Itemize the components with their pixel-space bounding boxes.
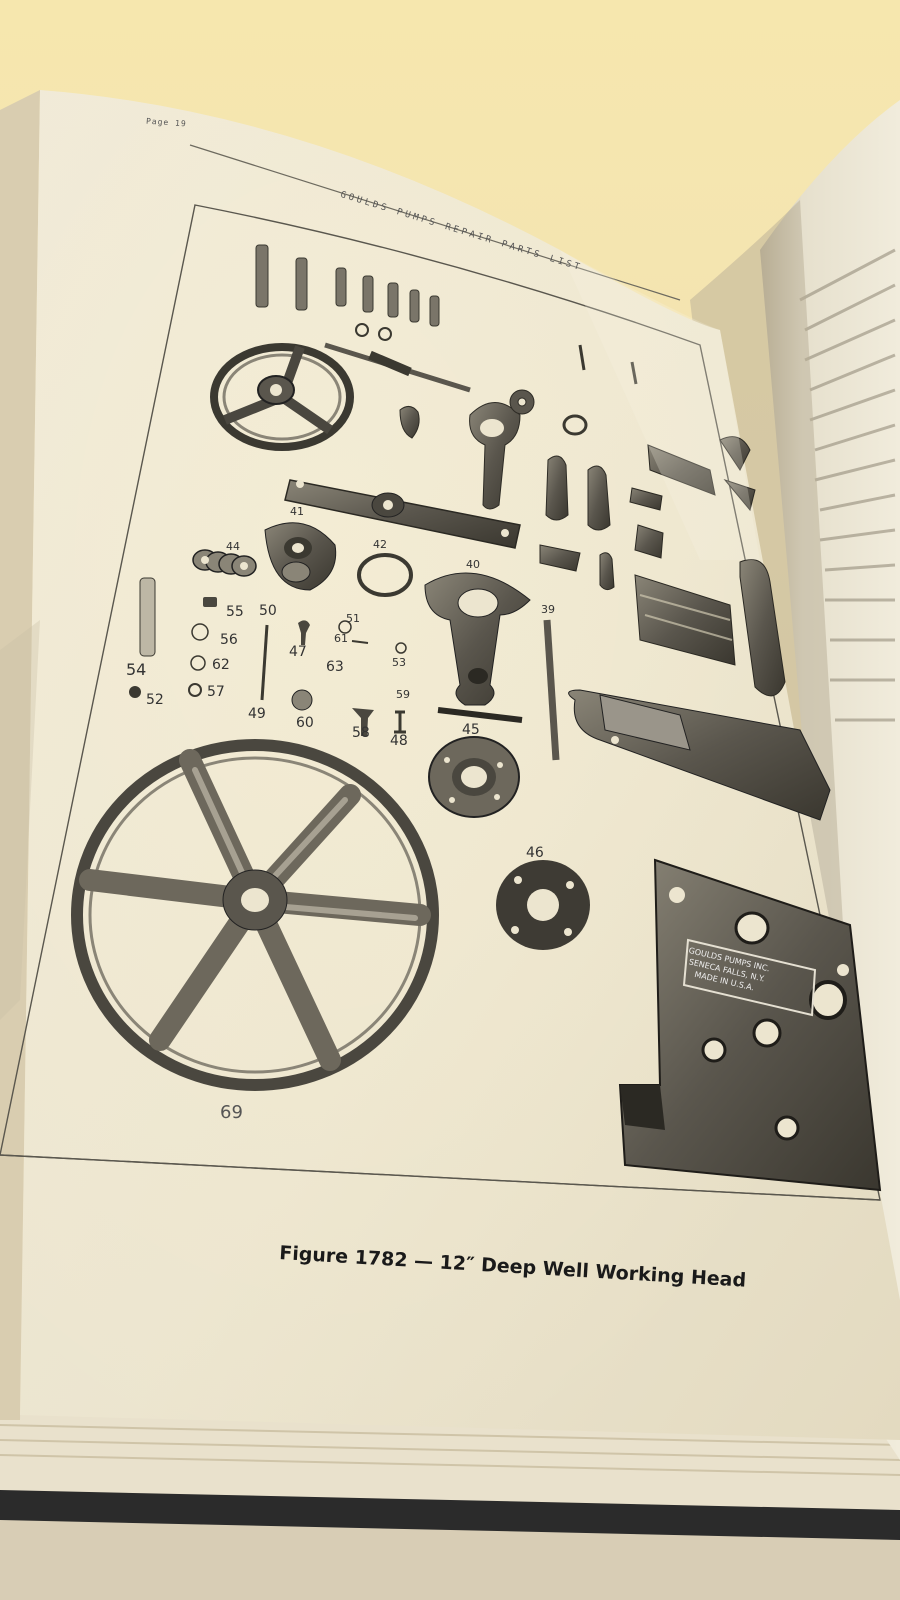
callout-40: 40 [466, 558, 480, 571]
right-parts [539, 436, 786, 697]
callout-69: 69 [220, 1102, 243, 1123]
callout-52: 52 [146, 692, 164, 708]
callout-45: 45 [462, 722, 480, 738]
handwheel [210, 343, 354, 451]
crosshead [424, 572, 531, 723]
callout-58: 58 [352, 725, 370, 741]
walking-beam [284, 479, 521, 549]
page-stack-edge-lines [0, 1424, 900, 1476]
small-link-hole [480, 419, 504, 437]
callout-51: 51 [346, 612, 360, 625]
small-hardware [129, 577, 407, 736]
callout-61: 61 [334, 632, 348, 645]
bearing-housing [264, 522, 337, 591]
callout-44: 44 [226, 540, 240, 553]
washer-stack [192, 549, 257, 577]
light-patch [560, 250, 760, 560]
callout-54: 54 [126, 660, 147, 679]
flange-plate [428, 736, 520, 818]
callout-50: 50 [259, 603, 277, 619]
callout-60: 60 [296, 715, 314, 731]
callout-49: 49 [248, 706, 266, 722]
callout-62: 62 [212, 657, 230, 673]
callout-47: 47 [289, 644, 307, 660]
shadow-band [0, 620, 40, 1020]
figure-frame [0, 204, 881, 1201]
header-rule [189, 144, 681, 301]
pin-set [255, 244, 440, 327]
guide-rod [543, 619, 560, 761]
callout-53: 53 [392, 656, 406, 669]
callout-59: 59 [396, 688, 410, 701]
callout-39: 39 [541, 603, 555, 616]
callout-41: 41 [290, 505, 304, 518]
handle-shaft-knob [368, 350, 412, 377]
page-stack-edge [0, 1410, 900, 1510]
callout-55: 55 [226, 604, 244, 620]
book-spine [0, 90, 40, 1420]
callout-56: 56 [220, 632, 238, 648]
figure-bottom-rule [0, 1154, 881, 1201]
gear-case [618, 858, 882, 1192]
right-page-text [799, 248, 896, 722]
callout-48: 48 [390, 733, 408, 749]
callout-46: 46 [526, 845, 544, 861]
small-nuts [355, 323, 392, 341]
flywheel [71, 739, 439, 1091]
gasket [496, 860, 590, 950]
washer-holes [201, 556, 248, 570]
guide-slide [568, 689, 831, 821]
callout-42: 42 [373, 538, 387, 551]
callout-57: 57 [207, 684, 225, 700]
cylinder-highlight [639, 594, 733, 641]
callout-63: 63 [326, 659, 344, 675]
snap-ring [357, 553, 413, 597]
